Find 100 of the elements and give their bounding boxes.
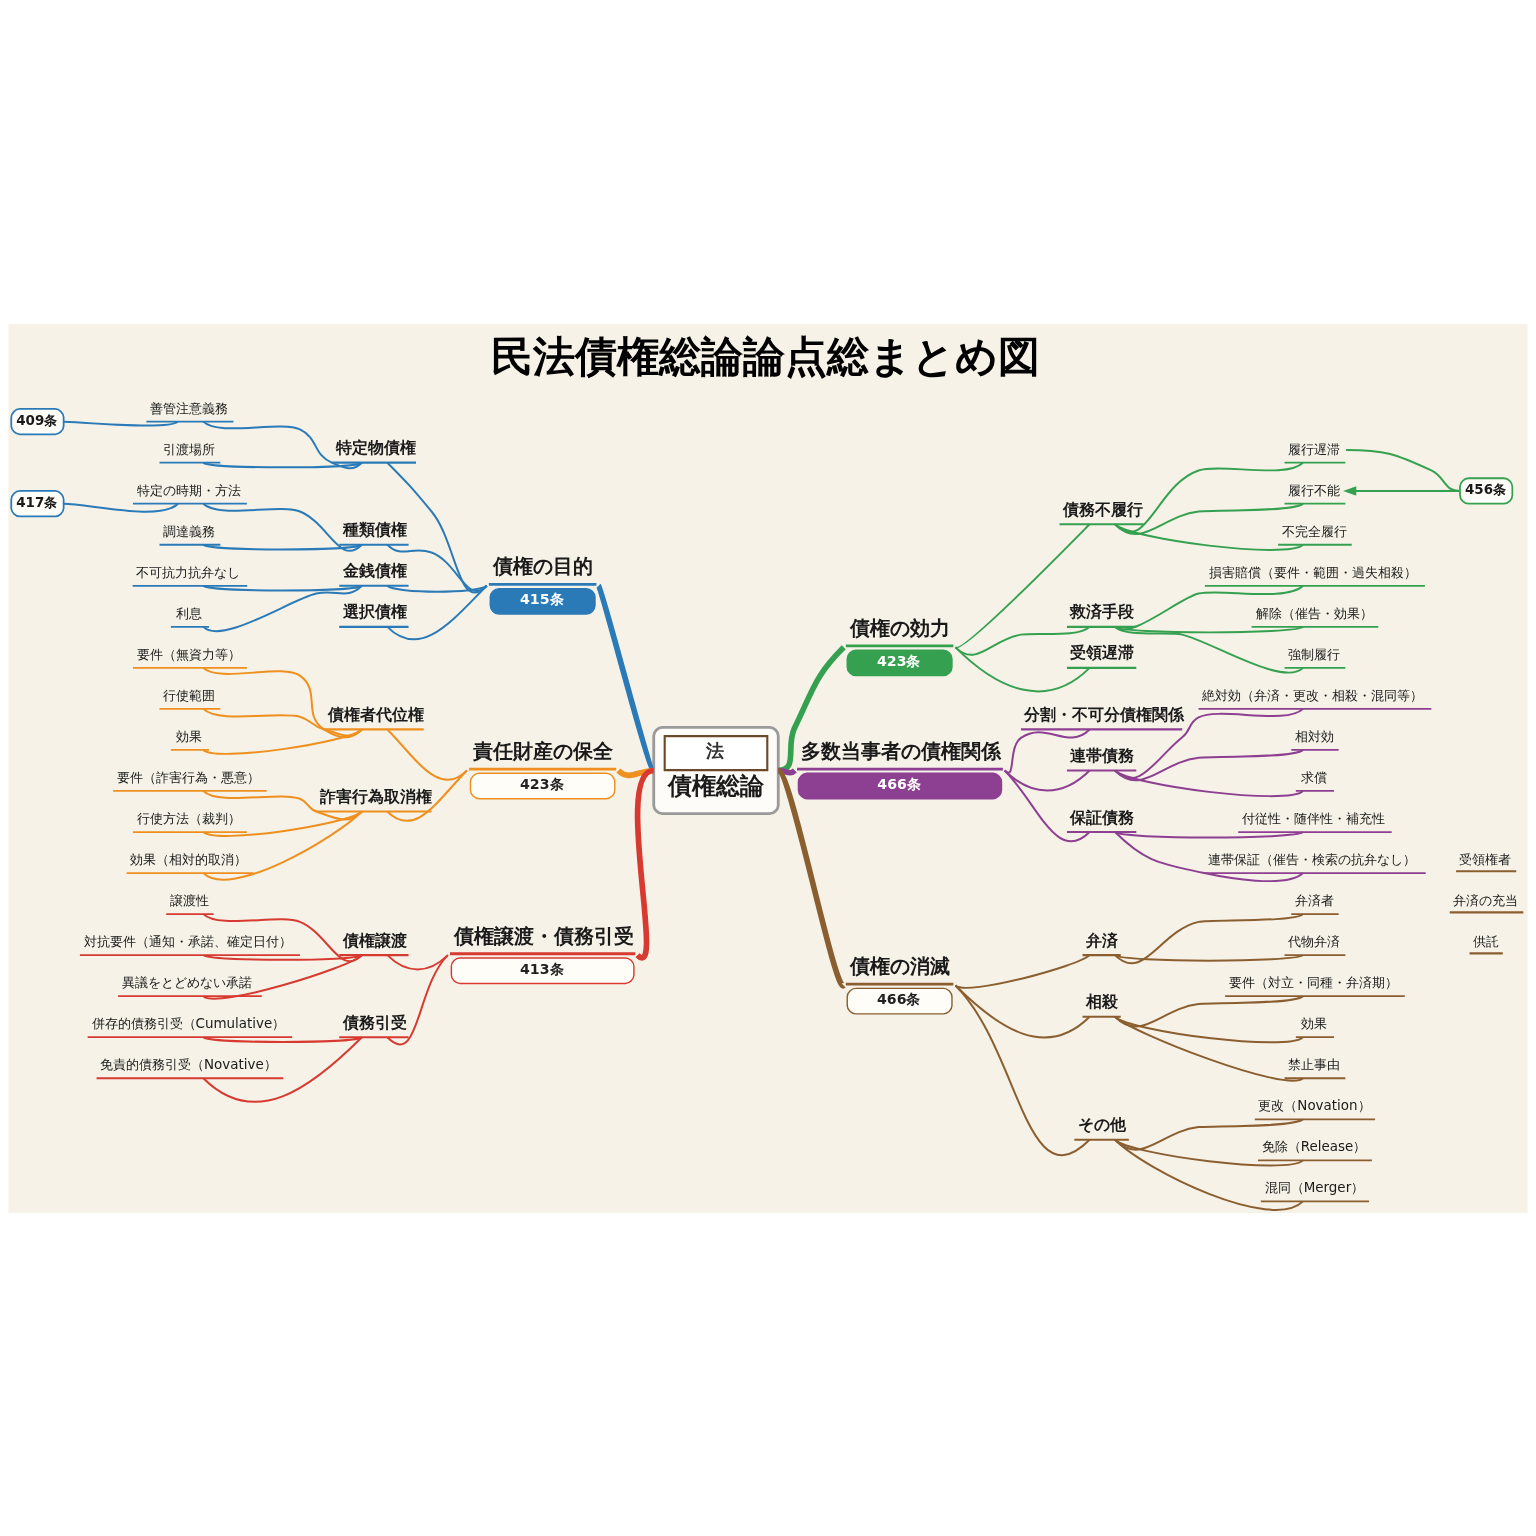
node-text: 禁止事由	[1288, 1056, 1341, 1072]
node-label: 債権の効力	[850, 616, 951, 640]
connector	[1114, 1015, 1304, 1082]
node-text: 受領遅滞	[1070, 643, 1135, 662]
connector	[202, 810, 363, 881]
connector	[386, 769, 468, 822]
node-box: 法 債権総論	[652, 725, 780, 815]
diagram-title: 民法債権総論論点総まとめ図	[490, 331, 1040, 381]
connector	[202, 461, 363, 468]
node-text: 引渡場所	[163, 441, 216, 457]
node-text: 金銭債権	[342, 561, 407, 580]
connector	[954, 645, 1091, 692]
node-text: 債権譲渡	[342, 931, 407, 950]
connector	[62, 502, 179, 513]
connector	[1114, 1015, 1304, 1043]
connector	[202, 584, 363, 632]
node-text: 損害賠償（要件・範囲・過失相殺）	[1208, 564, 1417, 580]
node-text: 絶対効（弁済・更改・相殺・混同等）	[1202, 687, 1424, 703]
node-text: 免除（Release）	[1261, 1138, 1367, 1154]
node-text: 不可抗力抗弁なし	[136, 564, 241, 580]
label: 供託	[1472, 933, 1499, 949]
node-box: 417条	[10, 489, 65, 517]
node-text: 弁済	[1086, 931, 1119, 950]
connector	[1114, 830, 1304, 839]
node-text: 種類債権	[342, 520, 407, 539]
connector	[202, 584, 363, 591]
node-text: 債務引受	[342, 1013, 407, 1032]
node-text: 選択債権	[342, 602, 407, 621]
node-text: 債務不履行	[1063, 500, 1144, 519]
node-text: 特定物債権	[335, 438, 416, 457]
node-text: 効果	[176, 728, 203, 744]
connector	[634, 767, 655, 960]
node-text: 行使範囲	[163, 687, 216, 703]
connector	[1114, 1138, 1304, 1166]
node-label: 債権の目的	[493, 554, 594, 578]
connector	[386, 543, 488, 592]
connector	[386, 953, 449, 1045]
node-text: 異議をとどめない承諾	[122, 974, 252, 990]
connector	[62, 420, 179, 427]
connector	[1114, 522, 1304, 551]
connector	[1114, 625, 1304, 674]
label: 受領権者	[1459, 851, 1512, 867]
node-text: 詐害行為取消権	[320, 787, 433, 806]
connector	[202, 953, 363, 999]
connector	[954, 984, 1091, 1156]
node-text: 連帯債務	[1070, 746, 1135, 765]
connector	[202, 502, 363, 552]
node-text: 求償	[1301, 769, 1328, 785]
node-text: 履行不能	[1288, 482, 1341, 498]
node-text: 譲渡性	[170, 892, 210, 908]
connector	[386, 584, 488, 593]
connector	[1114, 1138, 1304, 1211]
connector	[1114, 953, 1304, 962]
node-text: 行使方法（裁判）	[136, 810, 241, 826]
connector	[1114, 769, 1304, 797]
node-text: 代物弁済	[1288, 933, 1341, 949]
connector	[777, 644, 846, 773]
node-text: 利息	[176, 605, 203, 621]
connector	[1114, 461, 1304, 533]
node-text: 調達義務	[163, 523, 216, 539]
connector	[386, 461, 488, 594]
node-text: 併存的債務引受（Cumulative）	[91, 1015, 286, 1031]
node-text: 更改（Novation）	[1258, 1097, 1371, 1113]
connector	[202, 707, 363, 737]
connector	[1003, 769, 1091, 842]
node-text: 要件（無資力等）	[136, 646, 241, 662]
node-label: 責任財産の保全	[473, 739, 614, 763]
node-label: 債権の消滅	[850, 954, 951, 978]
connector	[202, 912, 363, 962]
node-text: 効果（相対的取消）	[130, 851, 248, 867]
connector	[1114, 912, 1304, 964]
node-box: 409条	[10, 407, 65, 435]
node-text: 分割・不可分債権関係	[1024, 705, 1185, 724]
node-text: 付従性・随伴性・補充性	[1242, 810, 1386, 826]
node-text: 連帯保証（催告・検索の抗弁なし）	[1208, 851, 1417, 867]
node-text: 効果	[1301, 1015, 1328, 1031]
node-text: 弁済者	[1295, 892, 1335, 908]
connector	[1114, 502, 1304, 535]
connector	[202, 1035, 363, 1043]
node-text: 要件（詐害行為・悪意）	[117, 769, 261, 785]
node-text: 免責的債務引受（Novative）	[100, 1056, 277, 1072]
node-text: 債権者代位権	[327, 705, 424, 724]
node-text: 強制履行	[1288, 646, 1341, 662]
node-label: 多数当事者の債権関係	[801, 739, 1002, 763]
connector	[1345, 448, 1461, 492]
node-text: 特定の時期・方法	[136, 482, 241, 498]
node-text: 保証債務	[1070, 808, 1135, 827]
node-label: 債権譲渡・債務引受	[454, 924, 635, 948]
label: 弁済の充当	[1452, 892, 1518, 908]
connector	[1114, 748, 1304, 781]
arrow	[1343, 485, 1461, 496]
connector	[1114, 707, 1304, 779]
node-text: 解除（催告・効果）	[1255, 605, 1373, 621]
node-text: 要件（対立・同種・弁済期）	[1228, 974, 1398, 990]
connector	[386, 584, 488, 640]
node-text: 相殺	[1086, 992, 1119, 1011]
node-text: 対抗要件（通知・承諾、確定日付）	[83, 933, 292, 949]
node-text: 混同（Merger）	[1264, 1179, 1365, 1195]
node-box: 456条	[1459, 476, 1514, 505]
node-text: 善管注意義務	[150, 400, 229, 416]
